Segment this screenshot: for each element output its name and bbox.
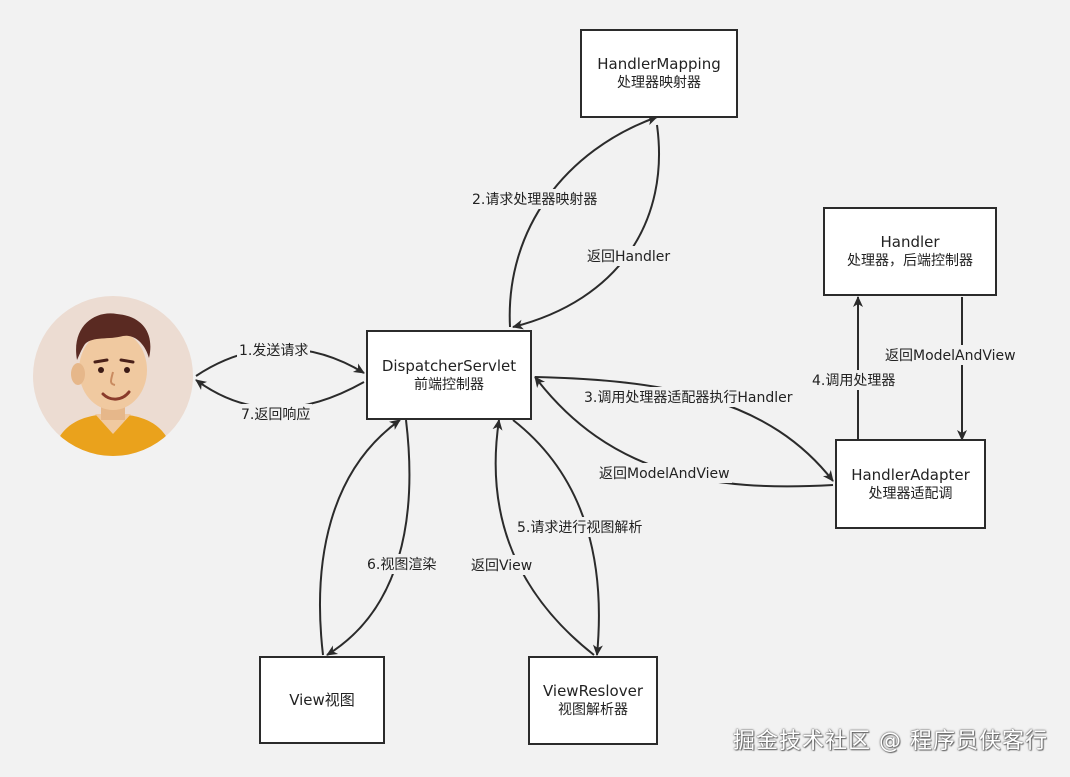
label-return-mav-adapter: 返回ModelAndView (883, 345, 1018, 365)
handler-adapter-subtitle: 处理器适配调 (868, 485, 953, 502)
handler-mapping-subtitle: 处理器映射器 (617, 75, 701, 91)
view-title: View视图 (289, 691, 355, 709)
handler-title: Handler (880, 233, 940, 251)
dispatcher-title: DispatcherServlet (381, 356, 517, 375)
label-return-response: 7.返回响应 (239, 404, 313, 424)
label-send-request: 1.发送请求 (237, 340, 311, 360)
handler-mapping-node: HandlerMapping 处理器映射器 (580, 29, 738, 118)
label-call-adapter: 3.调用处理器适配器执行Handler (582, 387, 795, 407)
edge-view-to-dispatcher (319, 419, 401, 656)
label-call-handler: 4.调用处理器 (810, 370, 898, 390)
dispatcher-subtitle: 前端控制器 (414, 376, 484, 393)
handler-mapping-title: HandlerMapping (597, 55, 721, 73)
handler-adapter-node: HandlerAdapter 处理器适配调 (835, 439, 986, 529)
edge-return-view (492, 419, 595, 656)
watermark: 掘金技术社区 @ 程序员侠客行 (733, 729, 1048, 754)
handler-subtitle: 处理器，后端控制器 (847, 253, 973, 269)
dispatcher-servlet-node: DispatcherServlet 前端控制器 (366, 330, 532, 420)
label-request-mapping: 2.请求处理器映射器 (470, 189, 600, 209)
label-view-render: 6.视图渲染 (365, 554, 439, 574)
handler-node: Handler 处理器，后端控制器 (823, 207, 997, 296)
label-return-handler: 返回Handler (585, 246, 673, 266)
handler-adapter-title: HandlerAdapter (851, 465, 970, 484)
view-resolver-node: ViewReslover 视图解析器 (528, 656, 658, 745)
label-return-mav-dispatcher: 返回ModelAndView (597, 463, 732, 483)
edge-request-mapping (508, 115, 658, 328)
view-node: View视图 (259, 656, 385, 744)
user-avatar-icon (33, 296, 193, 456)
edge-view-render (326, 419, 411, 656)
label-return-view: 返回View (469, 555, 535, 575)
label-request-view-resolve: 5.请求进行视图解析 (515, 517, 645, 537)
view-resolver-subtitle: 视图解析器 (558, 702, 628, 718)
view-resolver-title: ViewReslover (542, 682, 643, 700)
